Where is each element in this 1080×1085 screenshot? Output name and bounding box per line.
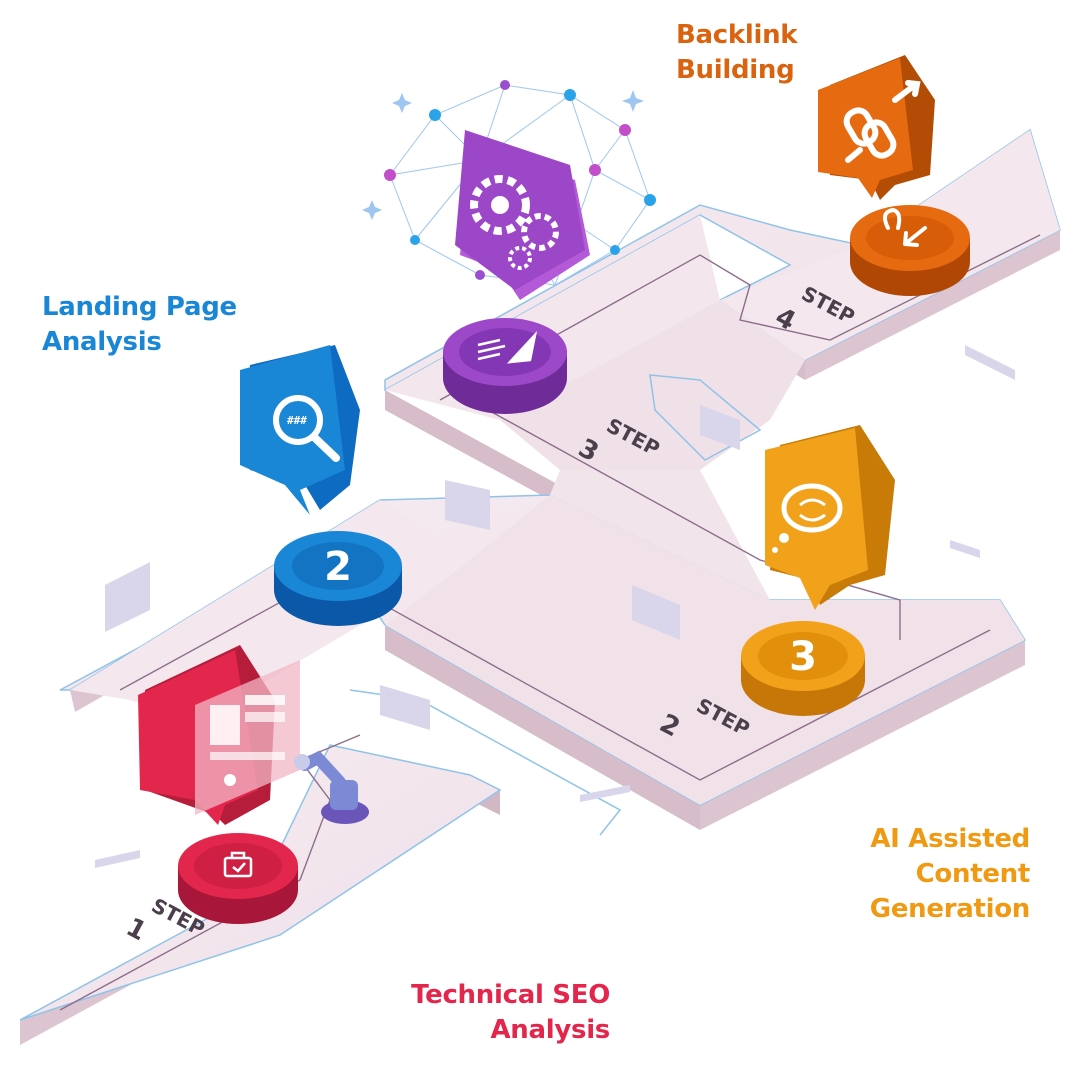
ai-marker <box>765 425 895 610</box>
ai-disc: 3 <box>741 621 865 716</box>
brain-cloud-icon <box>772 483 843 553</box>
backlink-building-label: Backlink Building <box>676 20 798 85</box>
decorative-panels <box>95 345 1015 868</box>
link-arrow-icon <box>882 207 927 247</box>
robot-arm-icon <box>294 750 369 824</box>
svg-text:1: 1 <box>121 912 151 947</box>
ai-disc-number: 3 <box>789 634 817 680</box>
network-nodes <box>384 80 656 280</box>
svg-text:###: ### <box>287 414 307 427</box>
technical-marker <box>138 645 300 825</box>
landing-marker: ### <box>240 345 360 515</box>
content-disc <box>443 318 567 414</box>
chain-link-icon <box>843 80 921 163</box>
sparkles <box>362 90 644 220</box>
landing-page-analysis-label: Landing Page Analysis <box>42 292 237 357</box>
landing-disc-number: 2 <box>324 544 352 590</box>
technical-seo-analysis-label: Technical SEO Analysis <box>411 980 610 1045</box>
ai-assisted-content-label: AI Assisted Content Generation <box>869 824 1031 924</box>
backlink-disc <box>850 205 970 296</box>
technical-disc <box>178 833 298 924</box>
gears-icon <box>455 130 590 300</box>
quill-document-icon <box>477 330 538 364</box>
magnifier-icon: ### <box>273 395 340 462</box>
clipboard-icon <box>223 851 253 878</box>
backlink-marker <box>818 55 935 200</box>
browser-layout-icon <box>195 660 300 815</box>
landing-disc: 2 <box>274 531 402 626</box>
